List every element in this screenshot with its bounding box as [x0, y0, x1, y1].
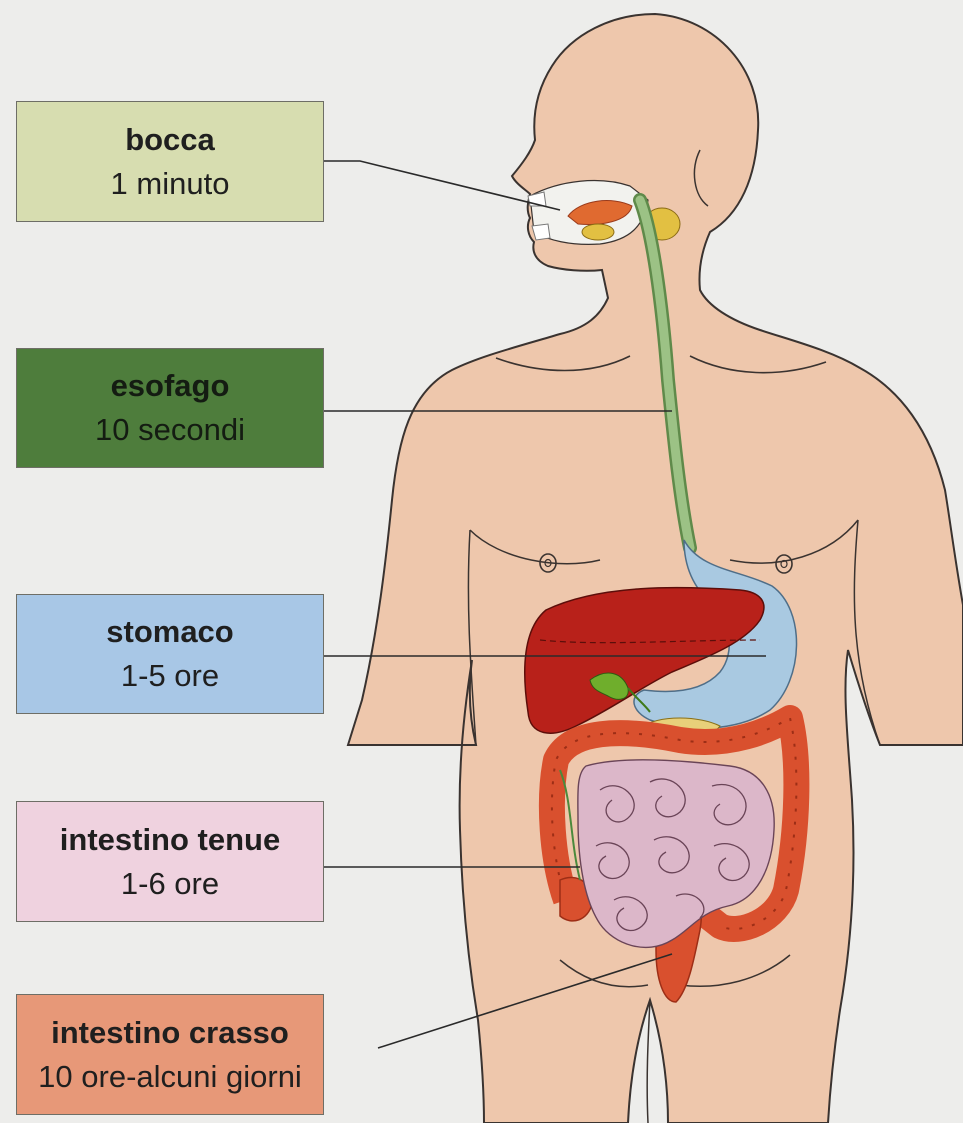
transit-time: 1-5 ore — [17, 654, 323, 698]
organ-name: esofago — [17, 364, 323, 408]
label-stomaco: stomaco 1-5 ore — [16, 594, 324, 714]
leader-line-crasso — [378, 954, 672, 1048]
transit-time: 10 secondi — [17, 408, 323, 452]
transit-time: 1 minuto — [17, 162, 323, 206]
label-bocca: bocca 1 minuto — [16, 101, 324, 222]
transit-time: 10 ore-alcuni giorni — [17, 1055, 323, 1099]
transit-time: 1-6 ore — [17, 862, 323, 906]
label-intestino-tenue: intestino tenue 1-6 ore — [16, 801, 324, 922]
organ-name: intestino crasso — [17, 1011, 323, 1055]
label-esofago: esofago 10 secondi — [16, 348, 324, 468]
leader-line-bocca — [324, 161, 560, 210]
organ-name: intestino tenue — [17, 818, 323, 862]
organ-name: stomaco — [17, 610, 323, 654]
organ-name: bocca — [17, 118, 323, 162]
label-intestino-crasso: intestino crasso 10 ore-alcuni giorni — [16, 994, 324, 1115]
